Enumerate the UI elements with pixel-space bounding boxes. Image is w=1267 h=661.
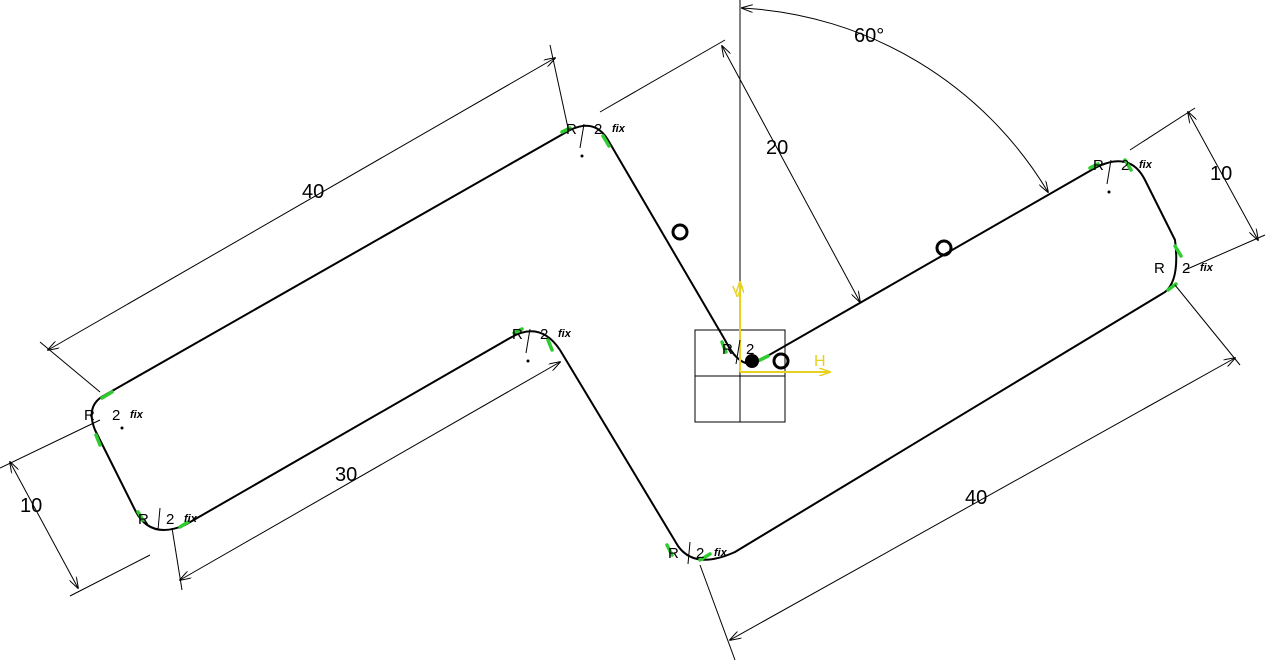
axis-h-label: H: [814, 353, 826, 370]
dimension-bottom-left[interactable]: 30: [171, 362, 560, 591]
fillet-label-right: R 2 fix: [1154, 260, 1214, 277]
svg-text:fix: fix: [130, 409, 144, 421]
svg-text:2: 2: [540, 326, 548, 343]
dimension-angle[interactable]: 60°: [742, 8, 1048, 192]
axis-v-label: V: [732, 284, 743, 301]
svg-text:fix: fix: [1139, 159, 1153, 171]
svg-text:2: 2: [166, 511, 174, 528]
svg-text:R: R: [1154, 260, 1165, 277]
fillet-labels[interactable]: R 2 fix R 2 fix R 2 fix R 2 R 2 fix: [84, 121, 1214, 565]
svg-text:fix: fix: [1200, 262, 1214, 274]
dim-left-width-value: 10: [20, 495, 42, 517]
fillet-label-left-top: R 2 fix: [84, 407, 144, 430]
sketch-profile[interactable]: [90, 124, 1178, 561]
svg-text:R: R: [138, 511, 149, 528]
dim-bottom-left-value: 30: [335, 464, 357, 486]
svg-text:2: 2: [1182, 260, 1190, 277]
dim-right-width-value: 10: [1210, 163, 1232, 185]
dimension-right-width[interactable]: 10: [1129, 107, 1266, 271]
svg-text:2: 2: [696, 545, 704, 562]
dimension-top-left[interactable]: 40: [39, 44, 569, 393]
fillet-label-inner-top: R 2 fix: [512, 326, 572, 363]
dim-angle-value: 60°: [854, 25, 884, 47]
svg-text:2: 2: [746, 341, 754, 358]
fillet-label-left-bottom: R 2 fix: [138, 507, 198, 531]
svg-text:R: R: [722, 341, 733, 358]
svg-text:fix: fix: [714, 547, 728, 559]
fillet-label-top-right: R 2 fix: [1093, 157, 1153, 194]
fillet-label-top-middle: R 2 fix: [566, 121, 626, 158]
construction-points[interactable]: [671, 223, 953, 370]
svg-text:R: R: [1093, 157, 1104, 174]
svg-text:R: R: [668, 545, 679, 562]
dimension-offset[interactable]: 20: [599, 39, 860, 302]
svg-text:fix: fix: [558, 328, 572, 340]
svg-text:R: R: [566, 121, 577, 138]
svg-text:R: R: [512, 326, 523, 343]
fillet-label-center: R 2: [722, 339, 754, 365]
fillet-label-bottom: R 2 fix: [668, 541, 728, 565]
dim-bottom-right-value: 40: [965, 487, 987, 509]
dim-offset-value: 20: [766, 137, 788, 159]
svg-text:2: 2: [594, 121, 602, 138]
svg-text:2: 2: [112, 407, 120, 424]
dimension-bottom-right[interactable]: 40: [699, 284, 1241, 661]
svg-text:R: R: [84, 407, 95, 424]
svg-text:fix: fix: [612, 123, 626, 135]
svg-text:2: 2: [1121, 157, 1129, 174]
dimension-left-width[interactable]: 10: [0, 419, 151, 597]
svg-text:fix: fix: [184, 513, 198, 525]
dim-top-left-value: 40: [302, 181, 324, 203]
